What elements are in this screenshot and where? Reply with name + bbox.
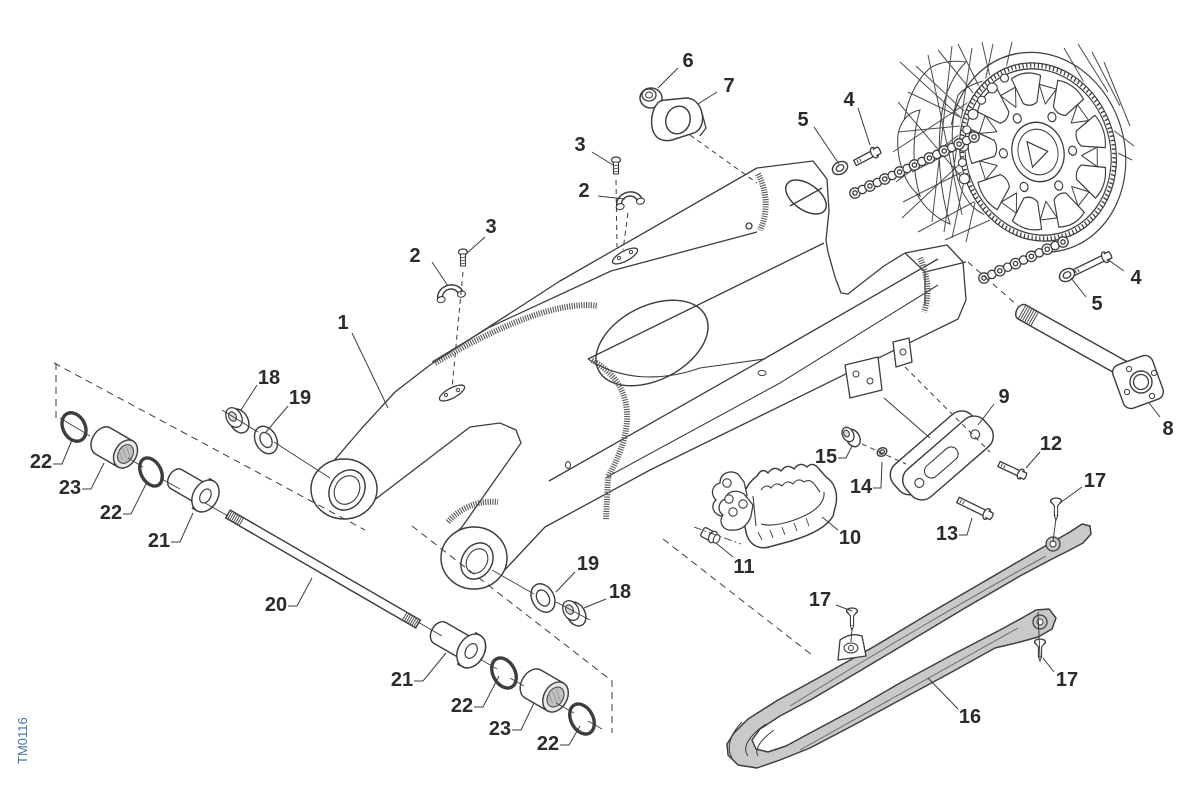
svg-text:10: 10: [839, 527, 861, 549]
svg-text:2: 2: [409, 245, 420, 267]
svg-text:3: 3: [485, 216, 496, 238]
svg-text:17: 17: [1056, 669, 1078, 691]
svg-text:5: 5: [797, 109, 808, 131]
svg-text:11: 11: [733, 556, 754, 578]
svg-text:3: 3: [574, 134, 585, 156]
svg-text:20: 20: [265, 594, 287, 616]
svg-text:TM0116: TM0116: [15, 717, 30, 764]
svg-text:6: 6: [682, 50, 693, 72]
svg-text:17: 17: [1084, 470, 1106, 492]
svg-text:4: 4: [843, 89, 855, 111]
svg-text:22: 22: [30, 451, 52, 473]
svg-text:21: 21: [391, 669, 413, 691]
svg-text:12: 12: [1040, 433, 1062, 455]
svg-text:8: 8: [1162, 418, 1173, 440]
svg-text:19: 19: [289, 387, 311, 409]
svg-text:2: 2: [578, 180, 589, 202]
svg-text:18: 18: [609, 581, 631, 603]
svg-text:22: 22: [451, 695, 473, 717]
svg-text:4: 4: [1130, 267, 1142, 289]
svg-text:1: 1: [337, 312, 348, 334]
svg-text:21: 21: [148, 530, 170, 552]
svg-text:23: 23: [59, 477, 81, 499]
svg-text:13: 13: [936, 523, 958, 545]
svg-text:19: 19: [577, 553, 599, 575]
svg-text:9: 9: [998, 386, 1009, 408]
svg-text:7: 7: [723, 75, 734, 97]
svg-text:14: 14: [850, 476, 873, 498]
svg-text:23: 23: [489, 718, 511, 740]
svg-text:18: 18: [258, 367, 280, 389]
svg-text:17: 17: [809, 589, 831, 611]
svg-text:15: 15: [815, 446, 837, 468]
svg-text:5: 5: [1091, 293, 1102, 315]
svg-text:22: 22: [537, 733, 559, 755]
svg-text:16: 16: [959, 706, 981, 728]
svg-text:22: 22: [100, 502, 122, 524]
